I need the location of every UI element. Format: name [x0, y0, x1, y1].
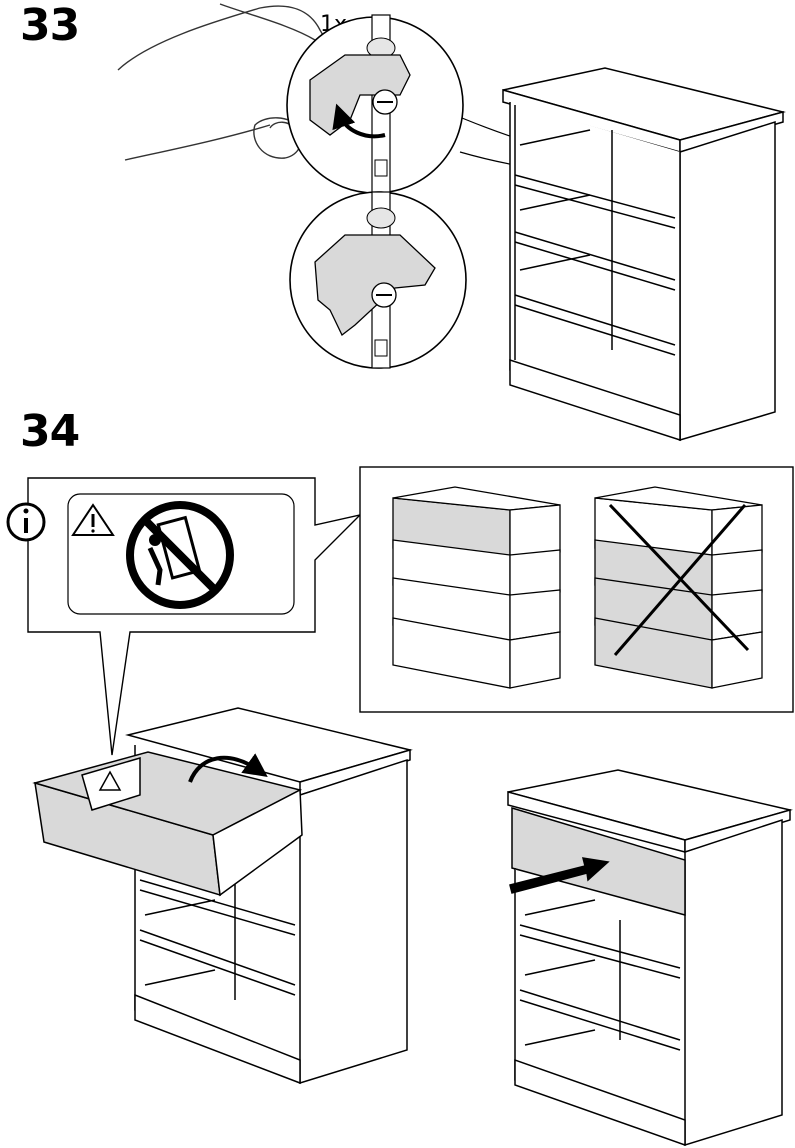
rotate-arrow-icon	[332, 103, 386, 139]
cross-mark-icon	[608, 503, 750, 656]
drawer-stack-comparison	[359, 466, 794, 713]
step-34-number: 34	[20, 406, 80, 457]
push-arrow-icon	[509, 857, 610, 894]
warning-callout	[27, 477, 363, 756]
drawer-stack-correct	[392, 486, 561, 689]
warning-triangle-icon	[98, 770, 122, 791]
drawer-stack-incorrect	[594, 486, 763, 689]
dresser-open-drawer	[32, 707, 413, 1085]
rotate-arrow-icon	[188, 753, 268, 783]
detail-circle-top	[286, 14, 464, 196]
warning-triangle-icon	[71, 503, 115, 536]
dresser-frame-33	[502, 67, 786, 442]
dresser-closed-drawer	[507, 769, 793, 1147]
detail-circle-bottom	[289, 191, 467, 369]
info-icon	[6, 502, 46, 542]
step-33-number: 33	[20, 0, 80, 51]
no-climbing-icon	[126, 501, 234, 609]
